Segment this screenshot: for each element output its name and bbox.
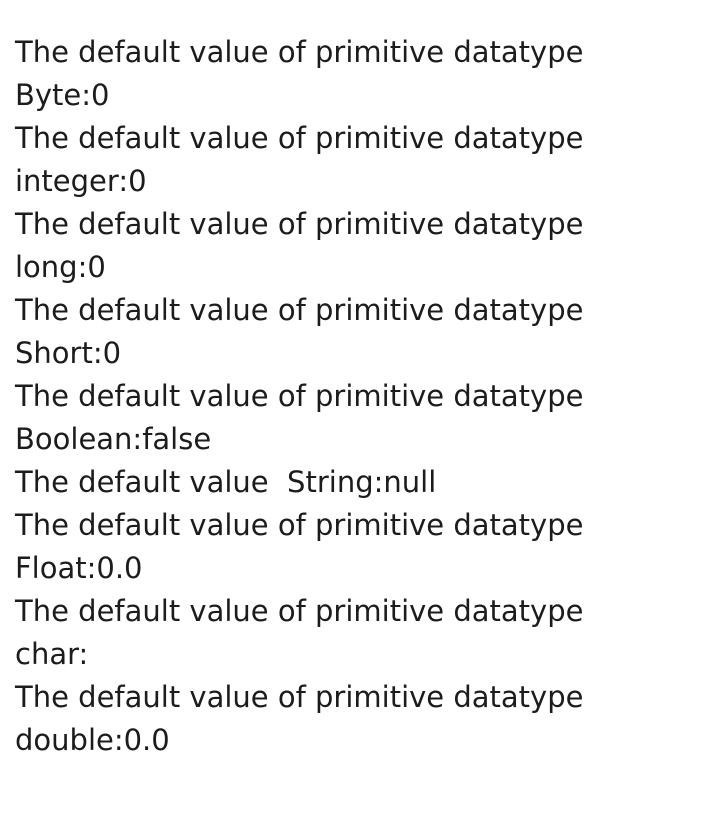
output-line: The default value String:null (15, 465, 437, 499)
output-line: The default value of primitive datatype (15, 207, 584, 241)
output-line: char: (15, 637, 89, 671)
output-line: The default value of primitive datatype (15, 379, 584, 413)
output-line: The default value of primitive datatype (15, 35, 584, 69)
output-line: The default value of primitive datatype (15, 680, 584, 714)
output-line: long:0 (15, 250, 106, 284)
output-line: The default value of primitive datatype (15, 594, 584, 628)
output-line: integer:0 (15, 164, 147, 198)
output-line: Short:0 (15, 336, 122, 370)
console-output: The default value of primitive datatype … (15, 31, 705, 762)
output-line: Float:0.0 (15, 551, 143, 585)
output-line: Boolean:false (15, 422, 212, 456)
output-line: The default value of primitive datatype (15, 508, 584, 542)
output-line: Byte:0 (15, 78, 110, 112)
output-line: The default value of primitive datatype (15, 121, 584, 155)
output-line: The default value of primitive datatype (15, 293, 584, 327)
output-line: double:0.0 (15, 723, 170, 757)
